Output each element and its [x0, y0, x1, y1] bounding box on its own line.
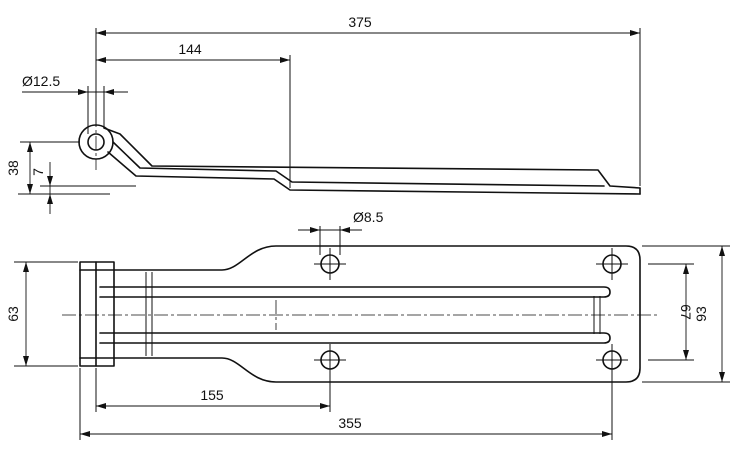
side-view: 375 144 Ø12.5 38 7 [5, 14, 641, 214]
arrowhead [78, 89, 88, 95]
knuckle-block [79, 261, 115, 367]
mounting-hole [596, 248, 628, 280]
arrowhead [104, 89, 114, 95]
mounting-hole [596, 344, 628, 376]
arrowhead [280, 57, 290, 63]
arrowhead [96, 57, 106, 63]
dim-pin-diameter: Ø12.5 [22, 73, 60, 89]
dim-pin-to-holes: 155 [200, 387, 224, 403]
arrowhead [602, 431, 612, 437]
arrowhead [47, 194, 53, 204]
dim-leaf-width: 63 [5, 306, 21, 322]
dim-plate-width: 93 [693, 306, 709, 322]
strap-inner-edge [112, 141, 605, 187]
arrowhead [320, 403, 330, 409]
leaf-outline [95, 245, 641, 383]
arrowhead [23, 262, 29, 272]
strap-upper-edge [103, 127, 641, 189]
dim-height: 38 [5, 160, 21, 176]
strap-lower-edge [107, 151, 641, 195]
arrowhead [23, 356, 29, 366]
arrowhead [96, 403, 106, 409]
mounting-hole [314, 344, 346, 376]
arrowhead [630, 30, 640, 36]
arrowhead [719, 246, 725, 256]
arrowhead [683, 350, 689, 360]
arrowhead [683, 264, 689, 274]
arrowhead [719, 372, 725, 382]
dim-hole-diameter: Ø8.5 [353, 209, 384, 225]
arrowhead [96, 30, 106, 36]
mounting-hole [314, 248, 346, 280]
arrowhead [340, 227, 350, 233]
arrowhead [47, 176, 53, 186]
rib-lower [99, 332, 611, 344]
arrowhead [27, 142, 33, 152]
dim-plate-length: 355 [338, 415, 362, 431]
arrowhead [310, 227, 320, 233]
dim-overall-length: 375 [348, 14, 372, 30]
dim-pin-to-bend: 144 [178, 41, 202, 57]
top-view: Ø8.5 63 67 93 155 355 [5, 209, 730, 440]
arrowhead [80, 431, 90, 437]
dim-offset: 7 [30, 168, 46, 176]
dim-hole-spacing: 67 [678, 304, 694, 320]
rib-upper [99, 286, 611, 298]
arrowhead [27, 184, 33, 194]
